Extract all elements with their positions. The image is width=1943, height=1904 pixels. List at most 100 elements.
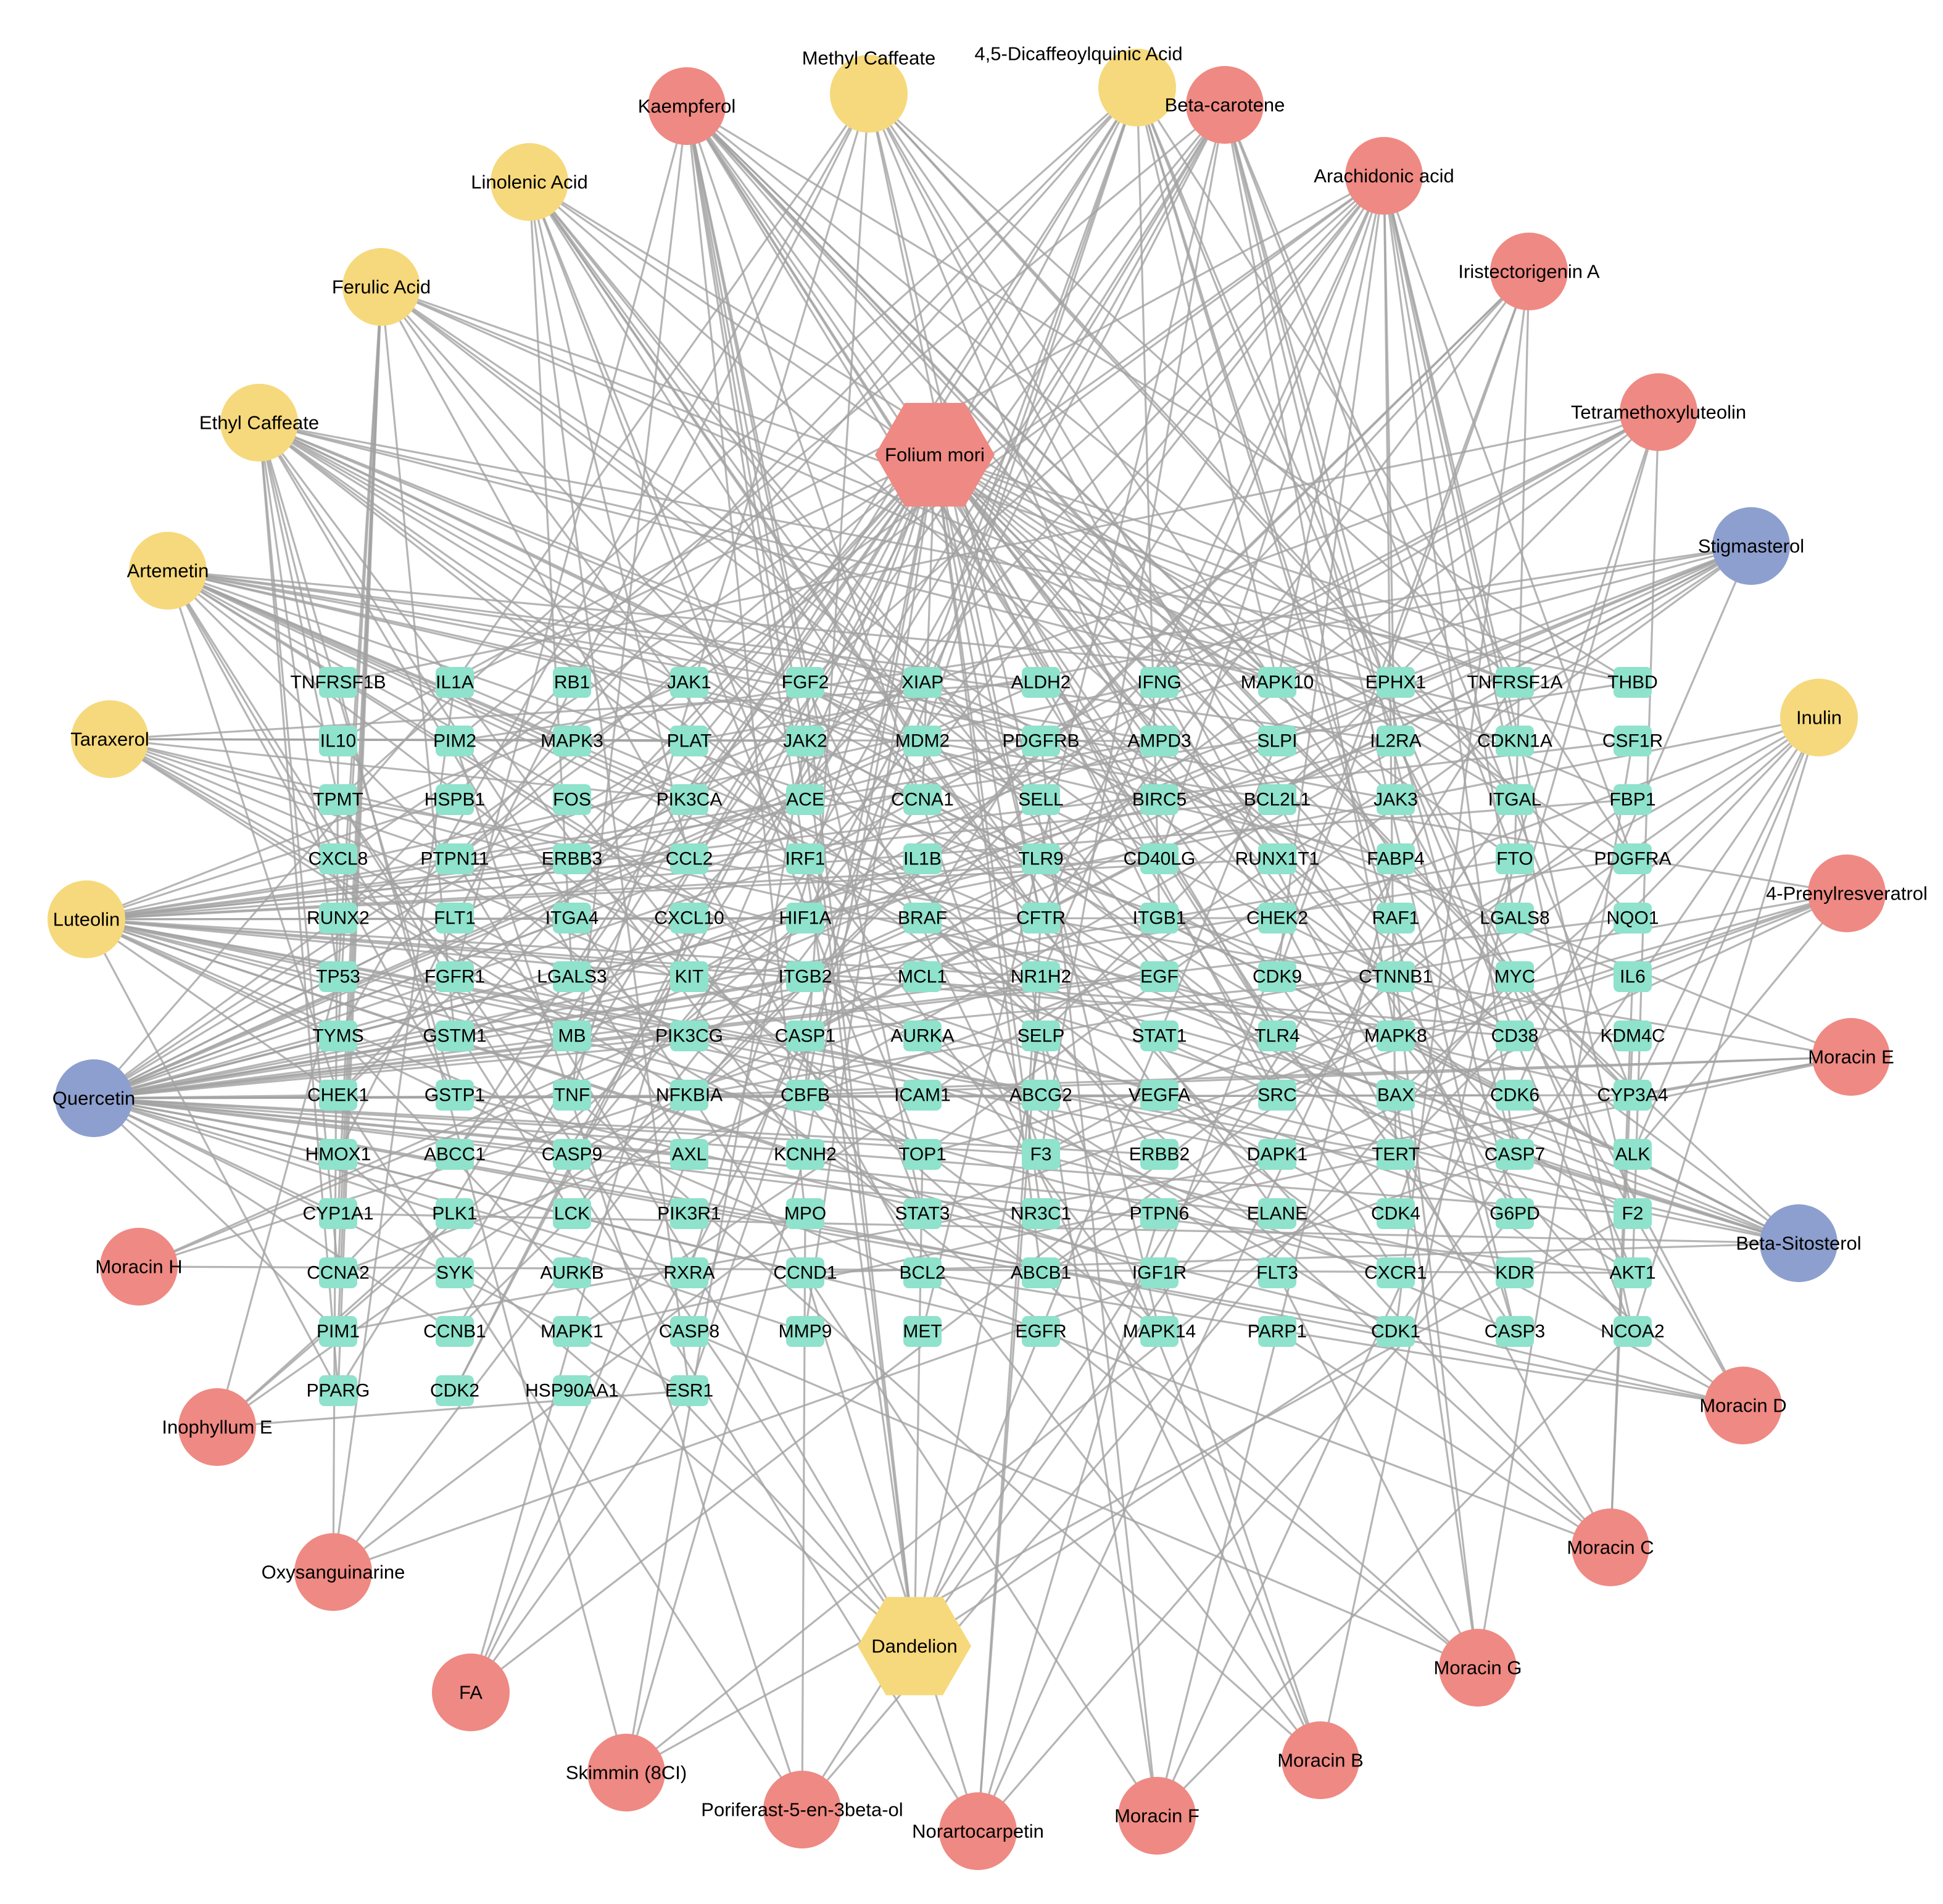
gene-node-shape[interactable] [1022, 1257, 1060, 1288]
gene-node-shape[interactable] [1140, 784, 1179, 815]
circle-node-shape[interactable] [1780, 679, 1858, 756]
gene-node-SYK[interactable]: SYK [436, 1257, 474, 1288]
gene-node-shape[interactable] [670, 961, 708, 992]
gene-node-LCK[interactable]: LCK [553, 1198, 591, 1229]
compound-node-Poriferast-5-en-3beta-ol[interactable]: Poriferast-5-en-3beta-ol [701, 1771, 903, 1848]
gene-node-SLPI[interactable]: SLPI [1257, 726, 1298, 756]
gene-node-shape[interactable] [1140, 961, 1179, 992]
compound-node-Inulin[interactable]: Inulin [1780, 679, 1858, 756]
gene-node-shape[interactable] [1140, 1139, 1179, 1170]
gene-node-shape[interactable] [1258, 1316, 1296, 1347]
gene-node-CCNA2[interactable]: CCNA2 [307, 1257, 370, 1288]
circle-node-shape[interactable] [1572, 1509, 1649, 1586]
gene-node-AXL[interactable]: AXL [670, 1139, 708, 1170]
gene-node-IL1A[interactable]: IL1A [436, 667, 474, 698]
gene-node-shape[interactable] [670, 843, 708, 874]
gene-node-shape[interactable] [436, 843, 474, 874]
gene-node-PIM2[interactable]: PIM2 [433, 726, 476, 756]
gene-node-shape[interactable] [1614, 961, 1652, 992]
gene-node-shape[interactable] [1614, 1316, 1652, 1347]
gene-node-shape[interactable] [786, 784, 824, 815]
gene-node-BAX[interactable]: BAX [1377, 1080, 1415, 1111]
circle-node-shape[interactable] [1345, 137, 1423, 215]
gene-node-shape[interactable] [1496, 1198, 1534, 1229]
gene-node-KIT[interactable]: KIT [670, 961, 708, 992]
compound-node-Norartocarpetin[interactable]: Norartocarpetin [912, 1792, 1044, 1870]
gene-node-FOS[interactable]: FOS [553, 784, 591, 815]
gene-node-shape[interactable] [903, 1020, 942, 1051]
gene-node-shape[interactable] [436, 784, 474, 815]
gene-node-JAK1[interactable]: JAK1 [667, 667, 711, 698]
gene-node-shape[interactable] [553, 1257, 591, 1288]
compound-node-Taraxerol[interactable]: Taraxerol [70, 700, 149, 778]
gene-node-MB[interactable]: MB [553, 1020, 591, 1051]
gene-node-BCL2[interactable]: BCL2 [899, 1257, 946, 1288]
gene-node-EGF[interactable]: EGF [1140, 961, 1179, 992]
circle-node-shape[interactable] [71, 700, 149, 778]
gene-node-ESR1[interactable]: ESR1 [665, 1375, 713, 1406]
gene-node-TP53[interactable]: TP53 [316, 961, 360, 992]
gene-node-GSTP1[interactable]: GSTP1 [425, 1080, 485, 1111]
gene-node-shape[interactable] [1496, 1316, 1534, 1347]
gene-node-shape[interactable] [553, 1020, 591, 1051]
circle-node-shape[interactable] [294, 1533, 372, 1611]
circle-node-shape[interactable] [939, 1792, 1017, 1870]
gene-node-SRC[interactable]: SRC [1257, 1080, 1297, 1111]
gene-node-shape[interactable] [670, 726, 708, 756]
gene-node-TPMT[interactable]: TPMT [313, 784, 363, 815]
gene-node-JAK3[interactable]: JAK3 [1373, 784, 1418, 815]
gene-node-shape[interactable] [1022, 961, 1060, 992]
gene-node-shape[interactable] [1377, 1020, 1415, 1051]
gene-node-MAPK14[interactable]: MAPK14 [1123, 1316, 1196, 1347]
gene-node-NCOA2[interactable]: NCOA2 [1601, 1316, 1665, 1347]
gene-node-shape[interactable] [1496, 726, 1534, 756]
gene-node-MYC[interactable]: MYC [1494, 961, 1536, 992]
circle-node-shape[interactable] [648, 67, 726, 145]
gene-node-shape[interactable] [1140, 1020, 1179, 1051]
gene-node-shape[interactable] [1140, 843, 1179, 874]
circle-node-shape[interactable] [178, 1388, 256, 1466]
circle-node-shape[interactable] [342, 248, 420, 326]
gene-node-shape[interactable] [553, 1316, 591, 1347]
gene-node-shape[interactable] [436, 1257, 474, 1288]
gene-node-shape[interactable] [1258, 1080, 1296, 1111]
gene-node-shape[interactable] [1140, 726, 1179, 756]
gene-node-F2[interactable]: F2 [1614, 1198, 1652, 1229]
gene-node-shape[interactable] [436, 667, 474, 698]
gene-node-shape[interactable] [1377, 961, 1415, 992]
gene-node-shape[interactable] [903, 1198, 942, 1229]
gene-node-IL2RA[interactable]: IL2RA [1370, 726, 1422, 756]
gene-node-FLT1[interactable]: FLT1 [434, 903, 476, 933]
gene-node-IL10[interactable]: IL10 [319, 726, 357, 756]
gene-node-ALK[interactable]: ALK [1614, 1139, 1652, 1170]
gene-node-shape[interactable] [1140, 1080, 1179, 1111]
gene-node-IFNG[interactable]: IFNG [1137, 667, 1182, 698]
gene-node-shape[interactable] [670, 1080, 708, 1111]
gene-node-AKT1[interactable]: AKT1 [1609, 1257, 1656, 1288]
gene-node-FLT3[interactable]: FLT3 [1256, 1257, 1298, 1288]
gene-node-shape[interactable] [1022, 1139, 1060, 1170]
gene-node-TERT[interactable]: TERT [1372, 1139, 1420, 1170]
gene-node-shape[interactable] [903, 1139, 942, 1170]
gene-node-shape[interactable] [1614, 1020, 1652, 1051]
gene-node-ITGA4[interactable]: ITGA4 [545, 903, 599, 933]
gene-node-shape[interactable] [1022, 726, 1060, 756]
gene-node-MAPK1[interactable]: MAPK1 [541, 1316, 603, 1347]
gene-node-shape[interactable] [903, 784, 942, 815]
gene-node-CSF1R[interactable]: CSF1R [1602, 726, 1663, 756]
gene-node-shape[interactable] [319, 1375, 357, 1406]
gene-node-shape[interactable] [553, 961, 591, 992]
compound-node-FA[interactable]: FA [432, 1654, 510, 1731]
gene-node-shape[interactable] [1496, 784, 1534, 815]
gene-node-shape[interactable] [436, 726, 474, 756]
gene-node-NQO1[interactable]: NQO1 [1606, 903, 1659, 933]
gene-node-shape[interactable] [319, 1080, 357, 1111]
gene-node-shape[interactable] [1258, 667, 1296, 698]
gene-node-shape[interactable] [1614, 1198, 1652, 1229]
gene-node-FBP1[interactable]: FBP1 [1609, 784, 1656, 815]
gene-node-TYMS[interactable]: TYMS [312, 1020, 364, 1051]
gene-node-RB1[interactable]: RB1 [553, 667, 591, 698]
gene-node-MCL1[interactable]: MCL1 [898, 961, 947, 992]
gene-node-shape[interactable] [553, 1375, 591, 1406]
circle-node-shape[interactable] [1712, 507, 1790, 585]
